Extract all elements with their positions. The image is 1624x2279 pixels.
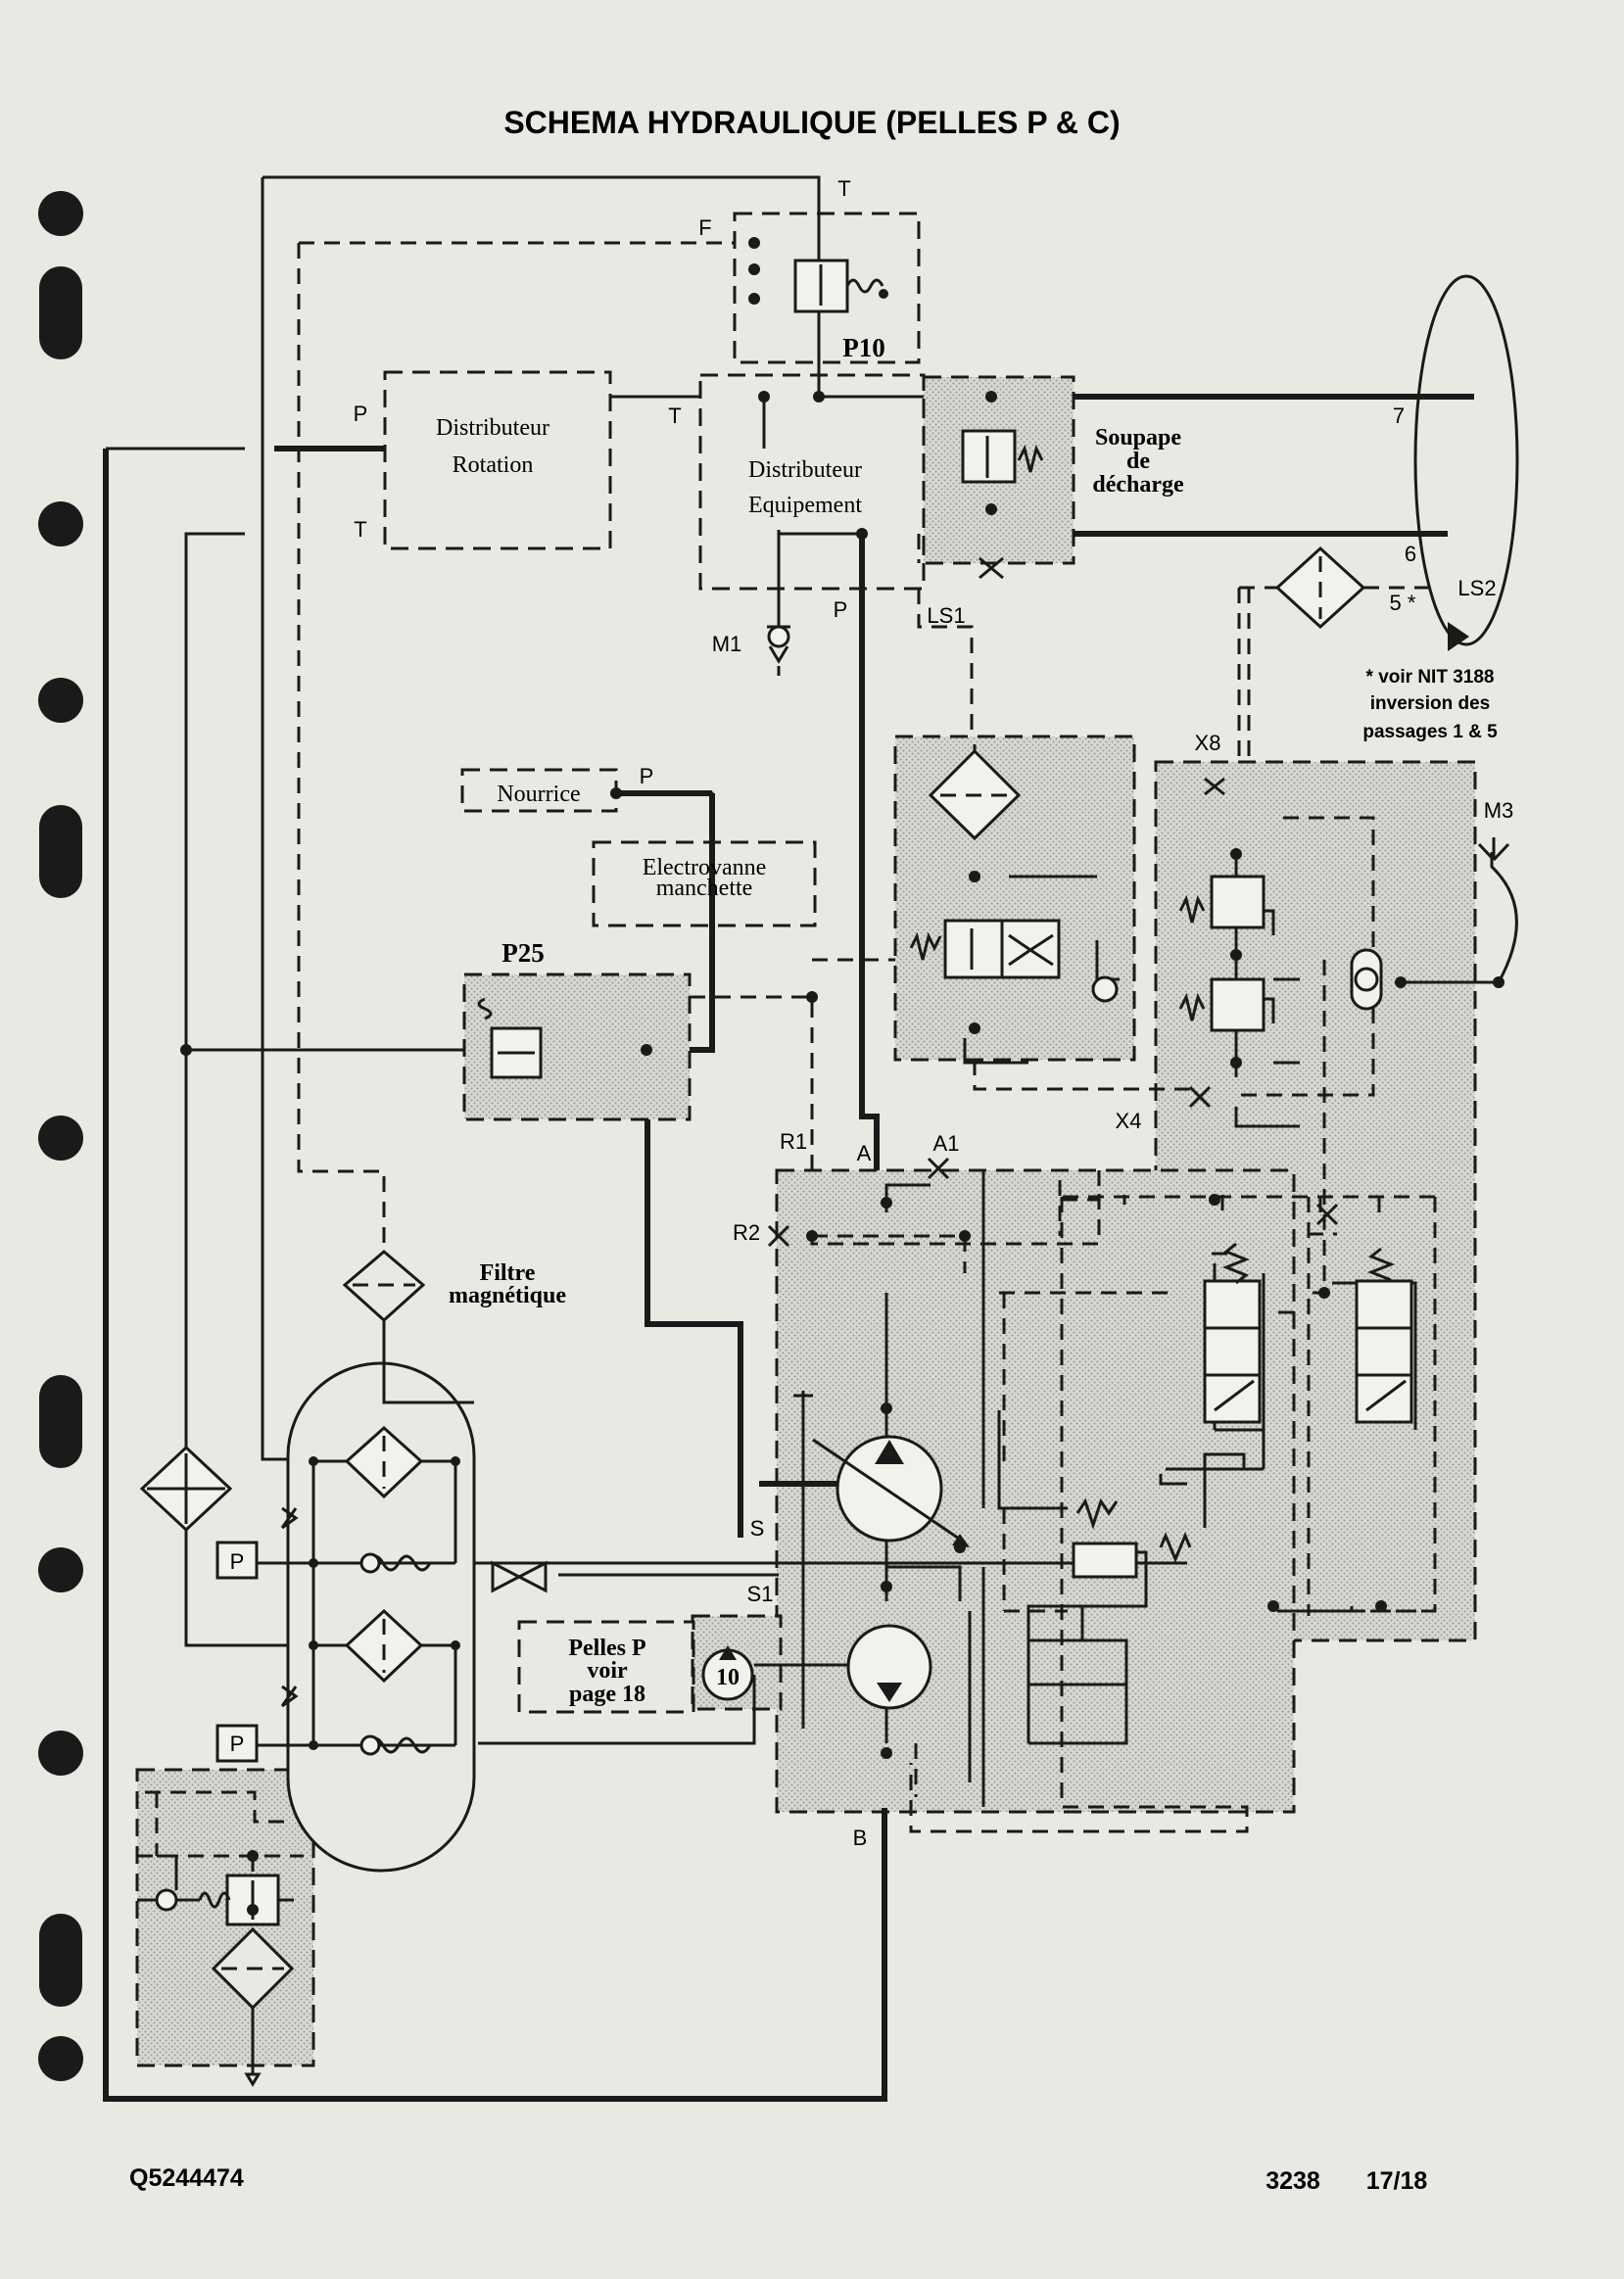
electrovanne-line1: Electrovanne	[643, 855, 767, 880]
pressure-switch-1	[215, 1541, 259, 1580]
page-title: SCHEMA HYDRAULIQUE (PELLES P & C)	[503, 105, 1120, 140]
note-line2: inversion des	[1370, 693, 1491, 714]
filtre-line2: magnétique	[449, 1283, 566, 1308]
footer: Q5244474 3238 17/18	[129, 2164, 1427, 2195]
pump-10-label: 10	[716, 1665, 740, 1690]
port-T-rotation: T	[354, 517, 366, 542]
thick-lines	[103, 394, 1474, 2102]
port-P-nourrice: P	[640, 764, 654, 788]
note-line1: * voir NIT 3188	[1366, 667, 1495, 688]
secondary-pump: 10	[701, 1624, 932, 1710]
port-P-equipement: P	[834, 597, 848, 622]
ls-valve-left	[943, 919, 1004, 979]
distributeur-equipement-line2: Equipement	[748, 493, 862, 518]
p10-box	[733, 212, 921, 364]
port-A1: A1	[933, 1131, 960, 1156]
pump-piston	[1072, 1542, 1138, 1579]
pump-ctrl-valve-5	[1355, 1326, 1413, 1377]
port-6: 6	[1405, 542, 1416, 566]
footer-page: 17/18	[1366, 2167, 1428, 2195]
footer-number: 3238	[1266, 2167, 1320, 2195]
port-T-equipement: T	[668, 404, 681, 428]
port-R1: R1	[780, 1129, 807, 1154]
ls2-loop	[1239, 274, 1519, 651]
port-labels: T F P T T P M1 LS1 7 6 5 * LS2 X8 M3 X4 …	[354, 176, 1514, 1850]
ls-valve-block	[893, 735, 1136, 1062]
port-M1: M1	[712, 632, 742, 656]
distributeur-rotation-box	[383, 370, 612, 550]
distributeur-rotation-line2: Rotation	[453, 452, 534, 478]
binder-holes	[38, 191, 83, 2081]
port-X4: X4	[1116, 1109, 1142, 1133]
pump-ctrl-valve-4	[1355, 1279, 1413, 1330]
pump-ctrl-valve-1	[1203, 1279, 1262, 1330]
port-S1: S1	[747, 1582, 774, 1606]
junction-dots	[180, 237, 1505, 1916]
restrictors	[767, 556, 1510, 1248]
x8-valve-1	[1210, 875, 1266, 929]
hydraulic-tank	[280, 1320, 476, 1873]
port-R2: R2	[733, 1220, 760, 1245]
pelles-p-box	[517, 1620, 695, 1714]
port-5: 5 *	[1390, 591, 1416, 615]
port-P-rotation: P	[354, 402, 368, 426]
footer-reference: Q5244474	[129, 2164, 244, 2192]
port-7: 7	[1393, 404, 1405, 428]
filter-symbols	[139, 546, 1366, 2087]
p10-label: P10	[842, 333, 885, 362]
port-T-top: T	[837, 176, 850, 201]
port-F: F	[698, 215, 711, 240]
soupape-line1: Soupape	[1095, 425, 1181, 451]
main-pump	[759, 1394, 970, 1729]
filtre-line1: Filtre	[480, 1260, 536, 1286]
port-B: B	[853, 1826, 868, 1850]
note-line3: passages 1 & 5	[1362, 722, 1498, 742]
distributeur-equipement-box	[698, 373, 926, 591]
port-X8: X8	[1195, 731, 1221, 755]
shaded-blocks	[135, 375, 1477, 2067]
soupape-line2: de	[1126, 449, 1150, 474]
port-LS2: LS2	[1457, 576, 1496, 600]
bottom-filter-block	[135, 1768, 315, 2067]
bottom-block-symbols	[137, 1854, 294, 1926]
gauge-m1	[767, 625, 790, 676]
spool-valves	[477, 259, 1413, 1579]
nourrice-label: Nourrice	[497, 782, 580, 807]
pressure-switches: P P	[215, 1541, 313, 1763]
pelles-p-line3: page 18	[569, 1682, 645, 1707]
distributeur-equipement-line1: Distributeur	[748, 457, 862, 483]
electrovanne-box	[592, 840, 817, 927]
port-P-tank1: P	[230, 1549, 245, 1574]
port-LS1: LS1	[927, 603, 965, 628]
p25-label: P25	[502, 938, 545, 968]
pump-ctrl-valve-2	[1203, 1326, 1262, 1377]
port-M3: M3	[1484, 798, 1514, 823]
port-A: A	[857, 1141, 872, 1165]
pelles-p-line1: Pelles P	[568, 1636, 645, 1661]
distributeur-rotation-line1: Distributeur	[436, 415, 549, 441]
pelles-p-line2: voir	[587, 1658, 628, 1684]
component-labels: Distributeur Rotation Distributeur Equip…	[436, 333, 1498, 1707]
soupape-line3: décharge	[1092, 472, 1184, 498]
check-valve	[491, 1560, 548, 1593]
electrovanne-line2: manchette	[656, 876, 753, 901]
port-P-tank2: P	[230, 1732, 245, 1756]
pressure-switch-2	[215, 1724, 259, 1763]
x8-valve-2	[1210, 977, 1266, 1032]
port-S: S	[750, 1516, 765, 1541]
